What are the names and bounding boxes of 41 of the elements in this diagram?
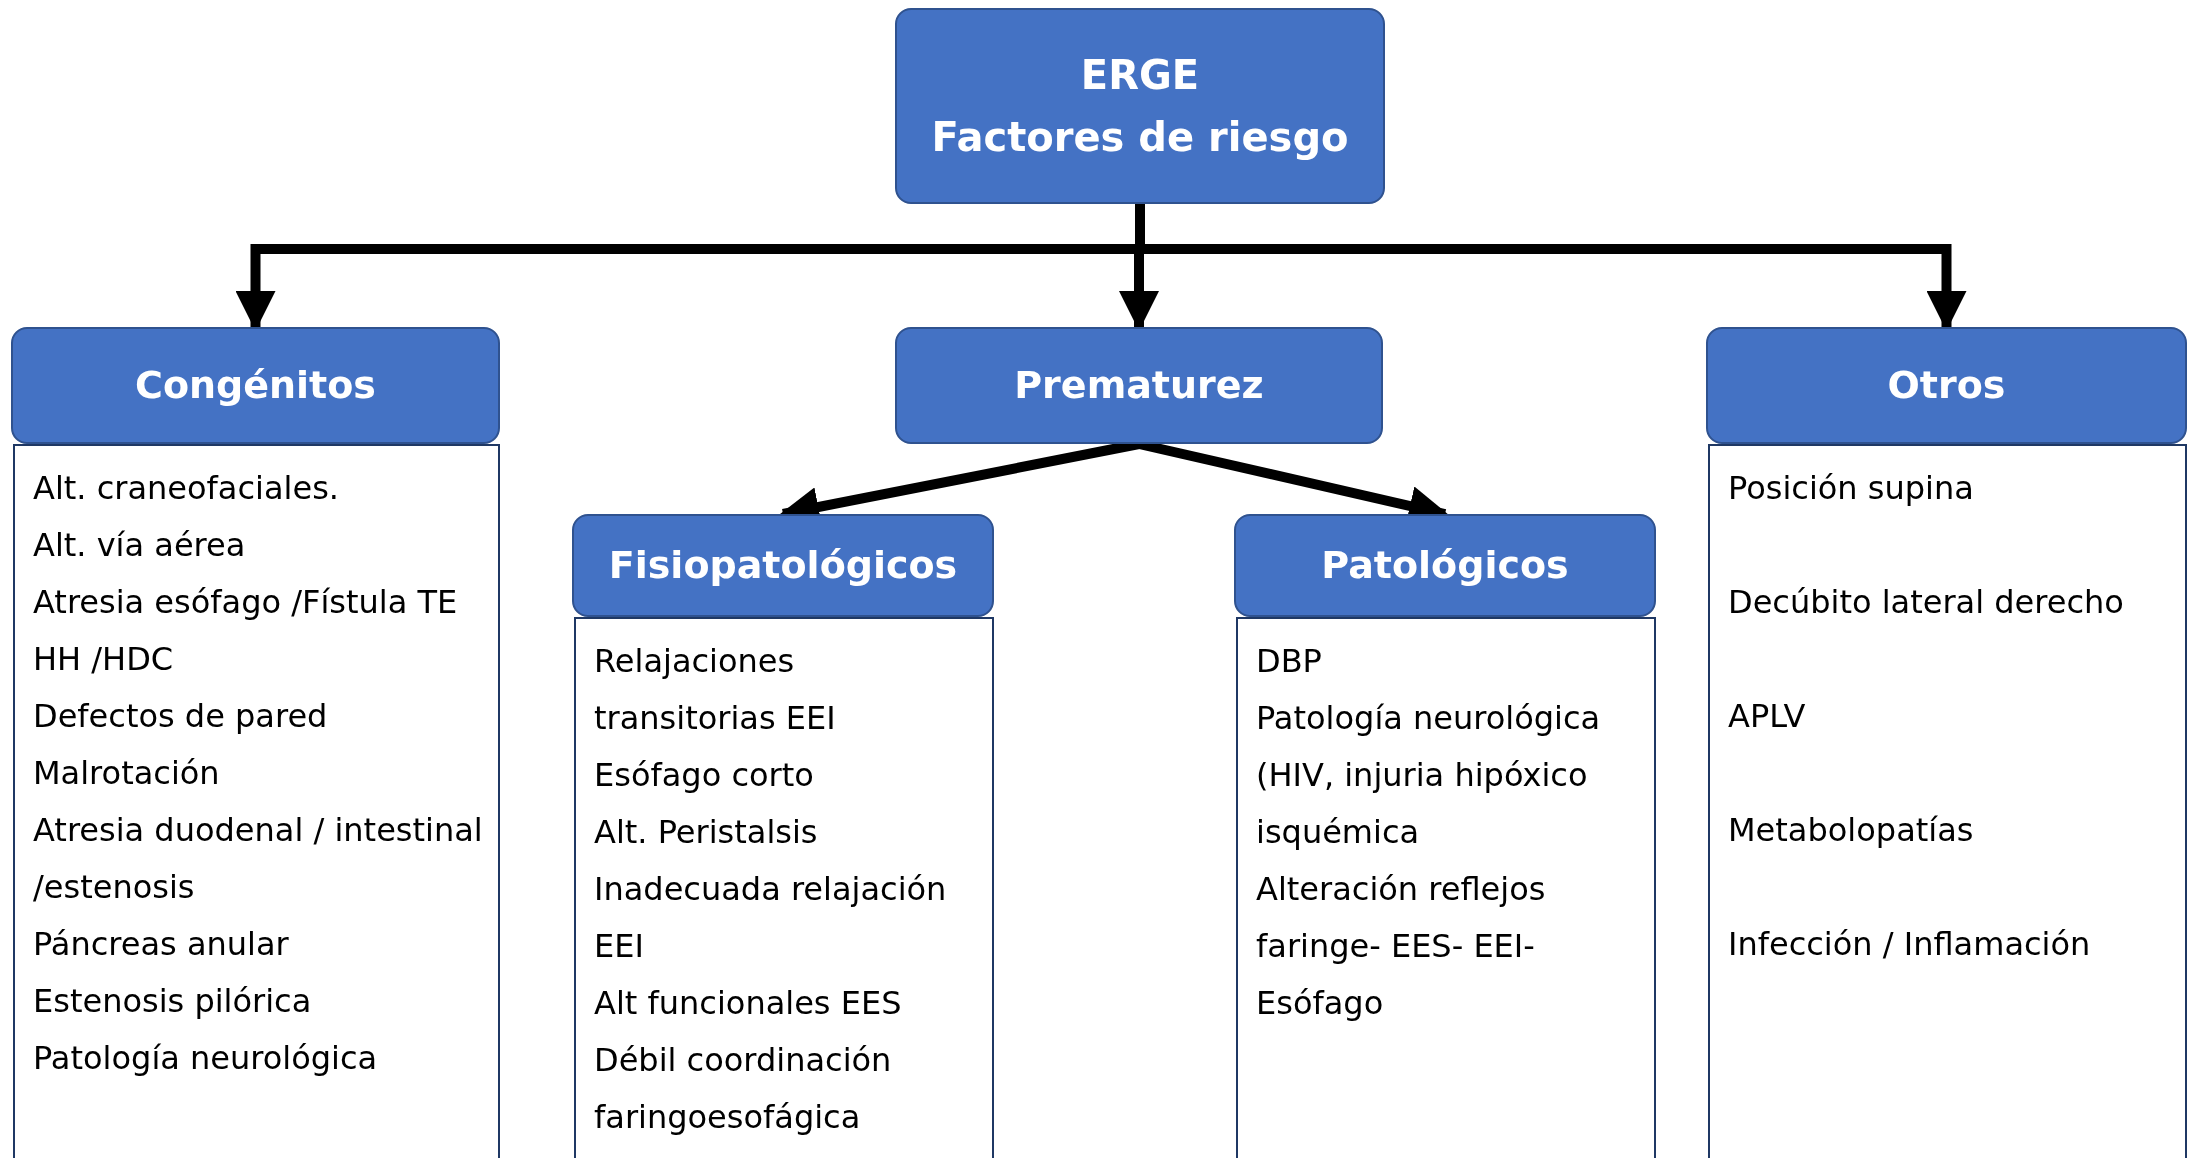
list-item: Atresia duodenal / intestinal /estenosis — [33, 810, 484, 908]
list-item: Relajaciones transitorias EEI — [594, 641, 837, 739]
category-box — [895, 8, 1385, 204]
list-box — [13, 444, 500, 1158]
box-title: Patológicos — [1321, 542, 1569, 590]
list-box — [1708, 444, 2187, 1158]
list-item: Alt. Peristalsis — [594, 812, 819, 853]
box-title: Fisiopatológicos — [608, 542, 958, 590]
list-item: Estenosis pilórica — [33, 981, 313, 1022]
box-title: ERGE — [1080, 51, 1200, 100]
list-item: Esófago corto — [594, 755, 815, 796]
list-item: APLV — [1728, 696, 1807, 737]
list-item: Alt funcionales EES — [594, 983, 903, 1024]
list-item: Alt. craneofaciales. — [33, 468, 340, 509]
list-item: Alt. vía aérea — [33, 525, 247, 566]
box-title: Otros — [1887, 362, 2006, 410]
list-item: Patología neurológica (HIV, injuria hipóxico isquémica — [1256, 698, 1602, 853]
category-box — [572, 514, 994, 617]
list-item: Infección / Inflamación — [1728, 924, 2092, 965]
list-item: HH /HDC — [33, 639, 175, 680]
list-item: Defectos de pared — [33, 696, 329, 737]
list-item: Patología neurológica — [33, 1038, 379, 1079]
list-item: Inadecuada relajación EEI — [594, 869, 948, 967]
list-box — [1236, 617, 1656, 1158]
list-item: Páncreas anular — [33, 924, 290, 965]
category-box — [1234, 514, 1656, 617]
list-item: DBP — [1256, 641, 1323, 682]
list-item: Posición supina — [1728, 468, 1975, 509]
list-item: Malrotación — [33, 753, 221, 794]
category-box — [1706, 327, 2187, 444]
box-title: Factores de riesgo — [931, 113, 1349, 162]
category-box — [895, 327, 1383, 444]
list-item: Atresia esófago /Fístula TE — [33, 582, 459, 623]
box-title: Prematurez — [1014, 362, 1264, 410]
list-box — [574, 617, 994, 1158]
list-item: Alteración reflejos faringe- EES- EEI- Esófago — [1256, 869, 1547, 1024]
list-item: Metabolopatías — [1728, 810, 1975, 851]
list-item: Débil coordinación faringoesofágica — [594, 1040, 893, 1138]
list-item: Decúbito lateral derecho — [1728, 582, 2125, 623]
category-box — [11, 327, 500, 444]
box-title: Congénitos — [135, 362, 376, 410]
